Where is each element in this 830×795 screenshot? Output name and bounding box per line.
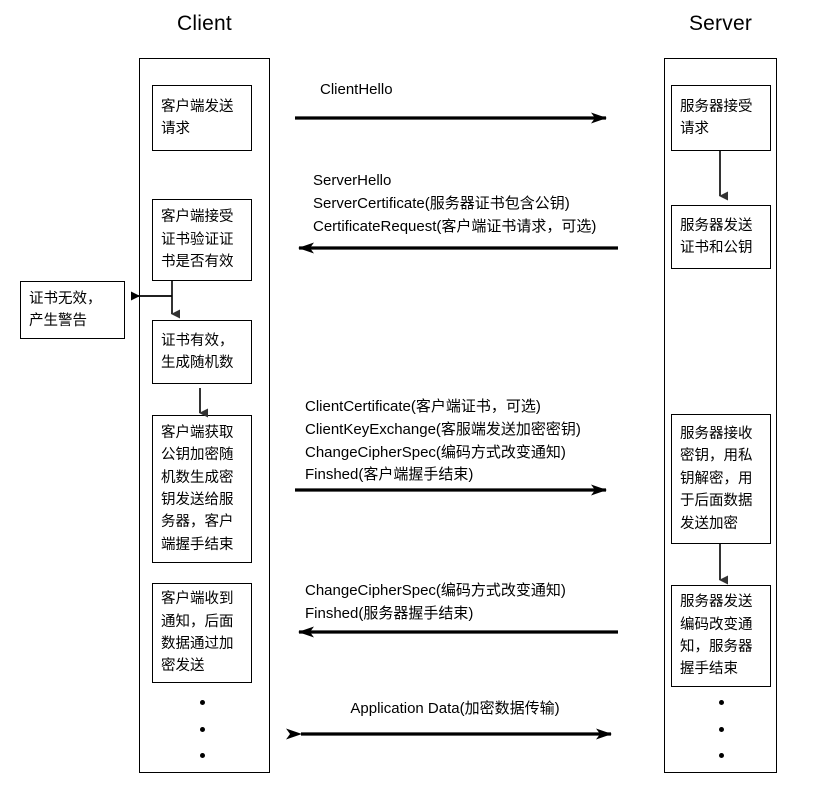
client-box-client-verify-cert: 客户端接受 证书验证证 书是否有效 (152, 199, 252, 281)
message-server-changecipher-group-label: ChangeCipherSpec(编码方式改变通知) Finshed(服务器握手… (305, 582, 566, 622)
server-box-server-send-changecipher-label: 服务器发送 编码改变通 知，服务器 握手结束 (680, 594, 753, 678)
client-box-client-key-encrypt-label: 客户端获取 公钥加密随 机数生成密 钥发送给服 务器，客户 端握手结束 (161, 424, 234, 553)
client-continuation-dots (192, 700, 212, 758)
message-client-key-exchange-group-arrow (295, 484, 607, 496)
server-connector-receive-to-send (719, 544, 728, 585)
server-box-server-send-cert-label: 服务器发送 证书和公钥 (680, 217, 753, 256)
server-box-server-accept-request: 服务器接受 请求 (671, 85, 771, 151)
message-server-hello-group-arrow (298, 242, 618, 254)
dot (199, 753, 205, 758)
client-box-client-received-notice-label: 客户端收到 通知，后面 数据通过加 密发送 (161, 591, 234, 675)
server-box-server-send-changecipher: 服务器发送 编码改变通 知，服务器 握手结束 (671, 585, 771, 687)
server-box-server-accept-request-label: 服务器接受 请求 (680, 98, 753, 137)
server-box-server-receive-key-label: 服务器接收 密钥，用私 钥解密，用 于后面数据 发送加密 (680, 425, 753, 532)
dot (718, 726, 724, 732)
client-box-client-key-encrypt: 客户端获取 公钥加密随 机数生成密 钥发送给服 务器，客户 端握手结束 (152, 415, 252, 563)
client-box-client-send-request: 客户端发送 请求 (152, 85, 252, 151)
dot (199, 700, 205, 705)
message-client-key-exchange-group-label: ClientCertificate(客户端证书，可选) ClientKeyExc… (305, 398, 581, 484)
message-application-data-arrow (286, 728, 612, 740)
server-continuation-dots (711, 700, 731, 758)
message-client-hello-label: ClientHello (320, 81, 393, 98)
dot (718, 700, 724, 705)
client-box-cert-valid-random: 证书有效， 生成随机数 (152, 320, 252, 384)
client-box-cert-invalid-warning-label: 证书无效， 产生警告 (29, 290, 102, 329)
client-box-client-send-request-label: 客户端发送 请求 (161, 98, 234, 137)
message-server-changecipher-group-arrow (298, 626, 618, 638)
client-box-client-verify-cert-label: 客户端接受 证书验证证 书是否有效 (161, 209, 234, 271)
dot (199, 726, 205, 732)
server-box-server-send-cert: 服务器发送 证书和公钥 (671, 205, 771, 269)
server-column-title: Server (688, 12, 753, 35)
client-box-cert-valid-random-label: 证书有效， 生成随机数 (161, 332, 234, 371)
client-internal-connectors (131, 281, 208, 418)
client-box-client-received-notice: 客户端收到 通知，后面 数据通过加 密发送 (152, 583, 252, 683)
server-connector-accept-to-send (719, 150, 728, 201)
client-column-title: Client (177, 12, 232, 35)
server-box-server-receive-key: 服务器接收 密钥，用私 钥解密，用 于后面数据 发送加密 (671, 414, 771, 544)
message-client-hello-arrow (295, 112, 607, 124)
client-box-cert-invalid-warning: 证书无效， 产生警告 (20, 281, 125, 339)
dot (718, 753, 724, 758)
message-server-hello-group-label: ServerHello ServerCertificate(服务器证书包含公钥)… (313, 172, 597, 235)
message-application-data-label: Application Data(加密数据传输) (350, 700, 560, 717)
